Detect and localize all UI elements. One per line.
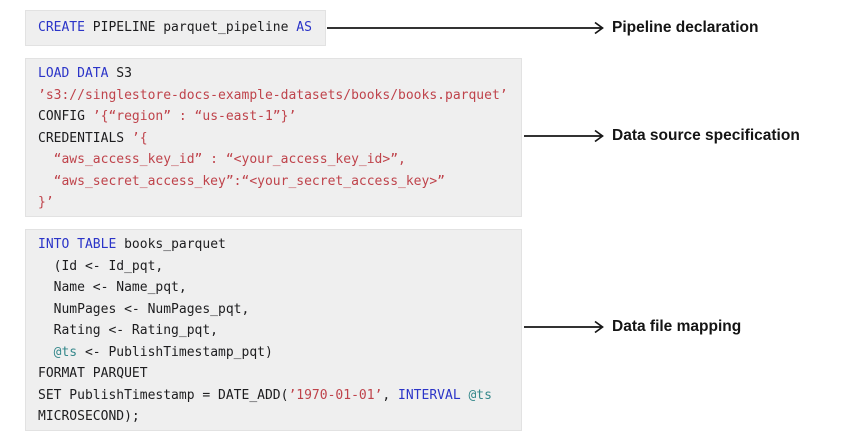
code-token-plain: books_parquet — [116, 237, 226, 252]
code-block-data-file-mapping: INTO TABLE books_parquet (Id <- Id_pqt, … — [25, 229, 522, 431]
code-token-plain: Rating <- Rating_pqt, — [38, 323, 219, 338]
code-line: INTO TABLE books_parquet — [38, 234, 513, 256]
code-token-plain: NumPages <- NumPages_pqt, — [38, 301, 250, 317]
annotation-data-source-specification: Data source specification — [612, 127, 800, 144]
code-line: MICROSECOND); — [38, 406, 513, 428]
code-token-keyword: INTERVAL — [398, 387, 461, 403]
code-token-string: “aws_access_key_id” : “<your_access_key_… — [38, 152, 406, 167]
code-token-plain: SET PublishTimestamp = DATE_ADD( — [38, 387, 289, 403]
code-line: NumPages <- NumPages_pqt, — [38, 299, 513, 321]
code-token-plain: , — [382, 387, 399, 403]
arrow-data-file-mapping — [524, 320, 604, 334]
code-token-keyword: INTO TABLE — [38, 237, 117, 252]
code-token-plain — [38, 345, 54, 360]
code-line: @ts <- PublishTimestamp_pqt) — [38, 342, 513, 364]
code-token-plain: PIPELINE parquet_pipeline — [84, 20, 297, 36]
code-token-keyword: LOAD DATA — [38, 66, 109, 81]
code-token-string: }’ — [38, 195, 54, 210]
code-token-string: ’1970-01-01’ — [288, 387, 383, 403]
code-token-plain: (Id <- Id_pqt, — [38, 258, 164, 274]
code-token-variable: @ts — [468, 387, 492, 403]
annotation-data-file-mapping: Data file mapping — [612, 318, 742, 335]
code-line: }’ — [38, 192, 513, 214]
code-token-keyword: AS — [296, 20, 312, 36]
code-block-pipeline-declaration: CREATE PIPELINE parquet_pipeline AS — [25, 10, 326, 46]
code-line: FORMAT PARQUET — [38, 363, 513, 385]
code-line: CREATE PIPELINE parquet_pipeline AS — [38, 17, 312, 39]
code-token-plain: <- PublishTimestamp_pqt) — [77, 344, 273, 360]
code-token-keyword: CREATE — [38, 20, 85, 36]
code-block-data-source-specification: LOAD DATA S3 ’s3://singlestore-docs-examp… — [25, 58, 522, 217]
code-line: ’s3://singlestore-docs-example-datasets/… — [38, 85, 513, 107]
code-token-plain: S3 — [108, 66, 132, 81]
code-token-plain: CREDENTIALS — [38, 130, 132, 146]
code-line: (Id <- Id_pqt, — [38, 256, 513, 278]
arrow-pipeline-declaration — [327, 21, 604, 35]
code-line: “aws_access_key_id” : “<your_access_key_… — [38, 149, 513, 171]
code-line: CREDENTIALS ’{ — [38, 128, 513, 150]
annotation-pipeline-declaration: Pipeline declaration — [612, 19, 759, 36]
code-token-plain: CONFIG — [38, 109, 93, 124]
code-token-plain: FORMAT PARQUET — [38, 366, 148, 381]
code-line: SET PublishTimestamp = DATE_ADD(’1970-01… — [38, 385, 513, 407]
code-token-string: ’{ — [131, 130, 148, 146]
code-line: Name <- Name_pqt, — [38, 277, 513, 299]
code-token-variable: @ts — [53, 344, 78, 360]
arrow-data-source-specification — [524, 129, 604, 143]
code-token-string: ’s3://singlestore-docs-example-datasets/… — [38, 87, 508, 103]
code-token-plain: MICROSECOND); — [38, 409, 140, 424]
code-token-plain: Name <- Name_pqt, — [38, 280, 187, 295]
code-line: LOAD DATA S3 — [38, 63, 513, 85]
code-token-string: “aws_secret_access_key”:“<your_secret_ac… — [38, 173, 445, 189]
code-line: “aws_secret_access_key”:“<your_secret_ac… — [38, 171, 513, 193]
code-token-string: ’{“region” : “us-east-1”}’ — [92, 109, 297, 124]
code-line: Rating <- Rating_pqt, — [38, 320, 513, 342]
code-line: CONFIG ’{“region” : “us-east-1”}’ — [38, 106, 513, 128]
